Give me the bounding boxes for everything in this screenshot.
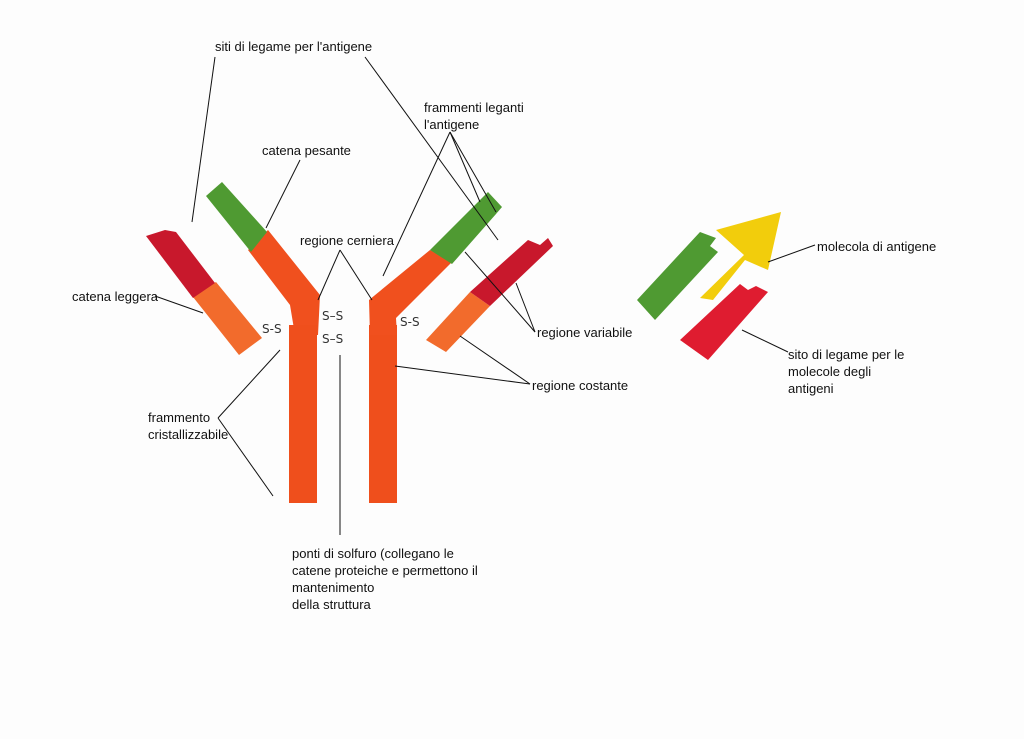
leader-antigen-site (741, 329, 789, 353)
antigen-molecule (700, 212, 781, 300)
label-disulfide-line2: catene proteiche e permettono il (292, 563, 478, 578)
label-fc-line2: cristallizzabile (148, 427, 229, 442)
leader-fc-top (217, 349, 281, 419)
leader-variable-1 (464, 251, 536, 333)
label-constant-region: regione costante (532, 378, 629, 393)
leader-hinge-right (339, 249, 373, 301)
right-light-constant (426, 292, 490, 352)
left-heavy-variable (206, 182, 267, 252)
leader-constant-2 (459, 335, 531, 385)
leader-heavy-chain (265, 159, 301, 229)
left-heavy-constant (248, 230, 320, 335)
disulfide-mark-right-light: S‑S (400, 315, 420, 329)
label-fc-line1: frammento (148, 410, 211, 425)
label-disulfide-line3: mantenimento (292, 580, 375, 595)
label-antigen: molecola di antigene (817, 239, 937, 254)
antigen-site-red (680, 284, 768, 360)
right-light-variable (470, 238, 553, 306)
fc-right-stem (369, 325, 397, 503)
leader-light-chain (154, 295, 204, 314)
leader-constant-1 (394, 365, 531, 385)
label-binding-sites: siti di legame per l'antigene (215, 39, 373, 54)
antigen-site-green (637, 232, 718, 320)
label-variable-region: regione variabile (537, 325, 633, 340)
leader-fc-bottom (217, 417, 274, 497)
label-fab-line1: frammenti leganti (424, 100, 524, 115)
leader-fab-left (382, 131, 451, 277)
leader-binding-right (364, 56, 499, 241)
fc-left-stem (289, 325, 317, 503)
leader-lines (154, 56, 816, 535)
label-disulfide-line1: ponti di solfuro (collegano le (292, 546, 454, 561)
left-light-variable (146, 230, 215, 298)
label-hinge: regione cerniera (300, 233, 394, 248)
left-light-constant (193, 282, 262, 355)
disulfide-mark-top: S–S (322, 309, 343, 323)
right-heavy-constant (369, 250, 452, 335)
disulfide-mark-bottom: S–S (322, 332, 343, 346)
leader-fab-right (449, 131, 497, 213)
label-antigen-site-line2: molecole degli (788, 364, 872, 379)
leader-antigen (767, 244, 816, 263)
leader-fab-mid (449, 131, 481, 203)
label-heavy-chain: catena pesante (262, 143, 351, 158)
leader-hinge-left (317, 249, 341, 301)
label-antigen-site-line3: antigeni (788, 381, 834, 396)
leader-binding-left (191, 56, 216, 223)
disulfide-mark-left-light: S‑S (262, 322, 282, 336)
right-heavy-variable (430, 192, 502, 264)
leader-variable-2 (515, 282, 536, 333)
label-fab-line2: l'antigene (424, 117, 480, 132)
label-light-chain: catena leggera (72, 289, 159, 304)
label-disulfide-line4: della struttura (292, 597, 371, 612)
label-antigen-site-line1: sito di legame per le (788, 347, 905, 362)
